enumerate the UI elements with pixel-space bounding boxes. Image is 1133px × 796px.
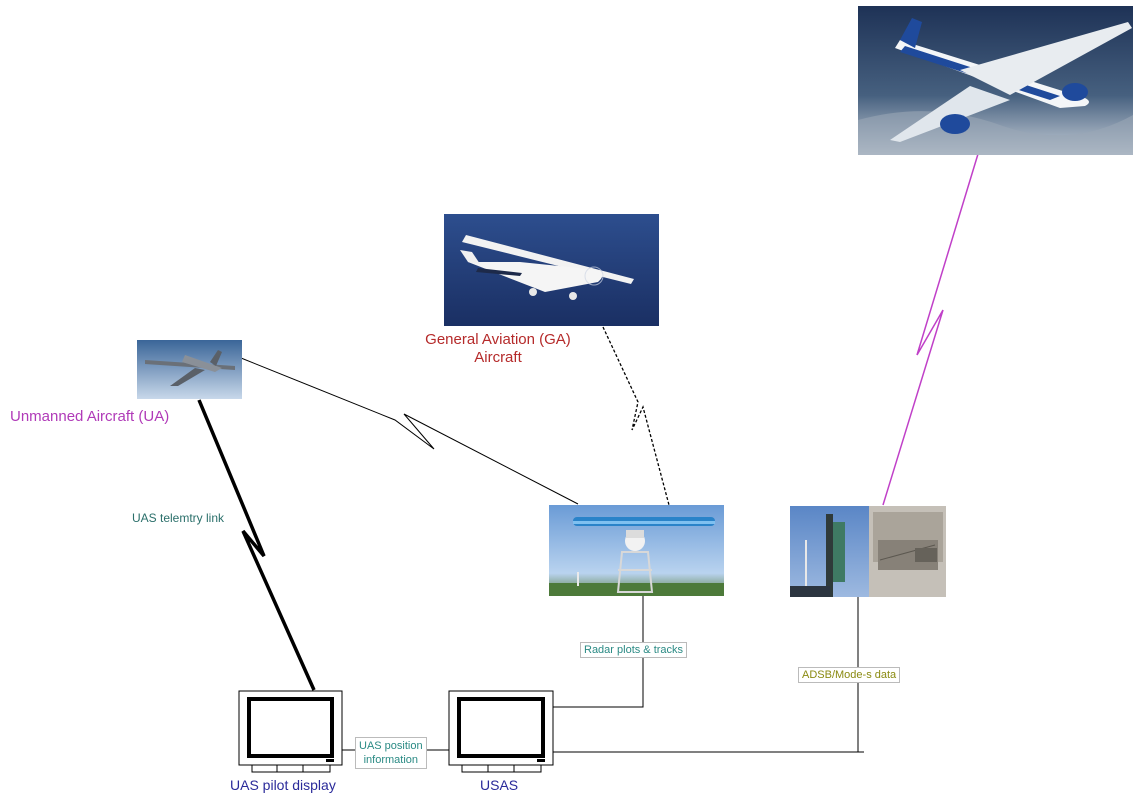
position-info-label: UAS position information — [355, 737, 427, 769]
adsb-data-label: ADSB/Mode-s data — [798, 667, 901, 683]
airliner-adsb-link — [882, 153, 979, 506]
drone-photo — [137, 340, 242, 399]
ga-label: General Aviation (GA) Aircraft — [408, 331, 588, 367]
radar-usas-link — [553, 596, 644, 708]
ga-radar-link — [602, 326, 670, 506]
radar-antenna-photo — [549, 505, 724, 596]
position-info-line2: information — [363, 754, 418, 766]
adsb-receiver-photo — [790, 506, 946, 597]
monitor-icon — [238, 690, 343, 773]
ua-label: Unmanned Aircraft (UA) — [10, 408, 170, 425]
ga-label-line2: Aircraft — [474, 349, 522, 366]
usas-label: USAS — [480, 777, 519, 793]
monitor-icon — [448, 690, 554, 773]
ga-label-line1: General Aviation (GA) — [425, 331, 571, 348]
position-info-line1: UAS position — [359, 740, 423, 752]
radar-data-label: Radar plots & tracks — [580, 642, 688, 658]
uas-telemetry-link — [197, 399, 316, 691]
pilot-display-label: UAS pilot display — [230, 777, 336, 793]
cessna-photo — [444, 214, 659, 326]
airliner-photo — [858, 6, 1133, 155]
telemetry-link-label: UAS telemtry link — [132, 511, 225, 525]
ua-radar-link — [240, 357, 579, 505]
